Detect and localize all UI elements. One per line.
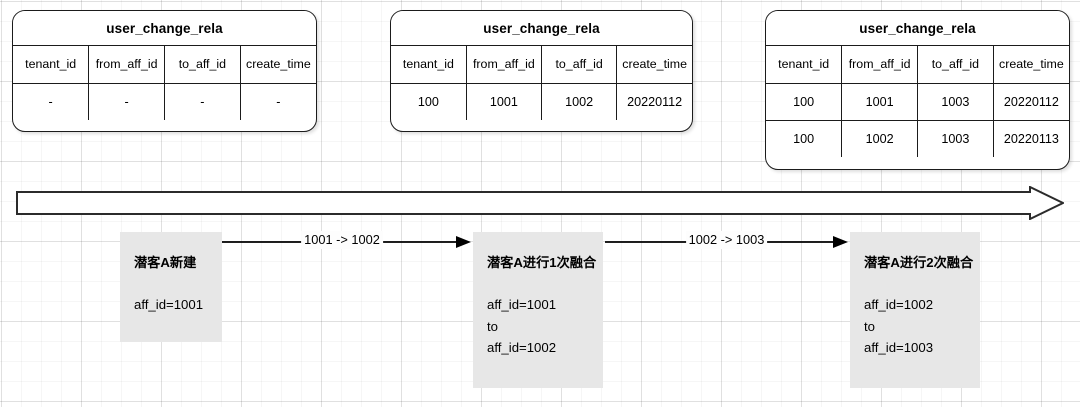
cell-to-aff-id: 1003: [917, 120, 994, 157]
stage-second-merge: 潜客A进行2次融合 aff_id=1002 to aff_id=1003: [850, 232, 980, 388]
cell-create-time: 20220113: [1003, 131, 1059, 146]
stage-line: aff_id=1001: [487, 297, 557, 312]
stage-line: aff_id=1002: [487, 340, 557, 355]
stage-detail: aff_id=1002 to aff_id=1003: [864, 294, 980, 359]
column-header-from-aff-id: from_aff_id: [466, 46, 543, 84]
column-header-tenant-id: tenant_id: [391, 46, 467, 84]
stage-first-merge: 潜客A进行1次融合 aff_id=1001 to aff_id=1002: [473, 232, 603, 388]
stage-title: 潜客A进行2次融合: [864, 255, 974, 270]
cell-create-time: 20220112: [993, 83, 1069, 121]
connector-1001-to-1002: 1001 -> 1002: [213, 231, 471, 253]
table-state-after-first-merge: user_change_rela tenant_id from_aff_id t…: [390, 10, 693, 132]
stage-detail: aff_id=1001: [134, 294, 222, 316]
column-header-from-aff-id: from_aff_id: [841, 46, 918, 84]
cell-tenant-id: 100: [766, 120, 843, 157]
table-header-row: tenant_id from_aff_id to_aff_id create_t…: [391, 46, 692, 84]
cell-to-aff-id: 1003: [917, 83, 994, 121]
table-state-after-second-merge: user_change_rela tenant_id from_aff_id t…: [765, 10, 1070, 170]
column-header-tenant-id: tenant_id: [766, 46, 843, 84]
cell-from-aff-id: 1001: [466, 83, 543, 120]
timeline-arrow: [16, 186, 1064, 220]
cell-from-aff-id: 1001: [841, 83, 918, 121]
table-grid: tenant_id from_aff_id to_aff_id create_t…: [391, 46, 692, 120]
table-header-row: tenant_id from_aff_id to_aff_id create_t…: [766, 46, 1069, 84]
cell-tenant-id: 100: [391, 83, 467, 120]
cell-to-aff-id: 1002: [541, 83, 618, 120]
stage-title: 潜客A进行1次融合: [487, 255, 597, 270]
table-title: user_change_rela: [13, 11, 316, 46]
stage-line: aff_id=1002: [864, 297, 934, 312]
column-header-create-time: create_time: [993, 46, 1069, 84]
stage-line: aff_id=1001: [134, 297, 204, 312]
table-header-row: tenant_id from_aff_id to_aff_id create_t…: [13, 46, 316, 84]
cell-tenant-id: -: [13, 83, 90, 120]
column-header-create-time: create_time: [240, 46, 316, 84]
column-header-from-aff-id: from_aff_id: [88, 46, 165, 84]
connector-label: 1002 -> 1003: [685, 231, 768, 249]
cell-tenant-id: 100: [766, 83, 843, 121]
cell-create-time: 20220112: [627, 94, 683, 109]
column-header-to-aff-id: to_aff_id: [164, 46, 241, 84]
cell-create-time: -: [276, 94, 281, 109]
column-header-to-aff-id: to_aff_id: [541, 46, 618, 84]
table-title: user_change_rela: [766, 11, 1069, 46]
column-header-tenant-id: tenant_id: [13, 46, 90, 84]
column-header-create-time: create_time: [616, 46, 692, 84]
table-title: user_change_rela: [391, 11, 692, 46]
stage-created: 潜客A新建 aff_id=1001: [120, 232, 222, 342]
table-grid: tenant_id from_aff_id to_aff_id create_t…: [766, 46, 1069, 157]
stage-line: to: [487, 318, 498, 334]
stage-title: 潜客A新建: [134, 255, 197, 270]
table-state-initial: user_change_rela tenant_id from_aff_id t…: [12, 10, 317, 132]
connector-1002-to-1003: 1002 -> 1003: [605, 231, 848, 253]
table-grid: tenant_id from_aff_id to_aff_id create_t…: [13, 46, 316, 120]
connector-label: 1001 -> 1002: [301, 231, 383, 249]
stage-line: aff_id=1003: [864, 340, 934, 355]
cell-from-aff-id: 1002: [841, 120, 918, 157]
table-row: - - - -: [13, 83, 316, 120]
table-row: 100 1002 1003 20220113: [766, 120, 1069, 157]
table-row: 100 1001 1002 20220112: [391, 83, 692, 120]
cell-from-aff-id: -: [88, 83, 165, 120]
stage-line: to: [864, 318, 875, 334]
cell-to-aff-id: -: [164, 83, 241, 120]
stage-detail: aff_id=1001 to aff_id=1002: [487, 294, 603, 359]
column-header-to-aff-id: to_aff_id: [917, 46, 994, 84]
table-row: 100 1001 1003 20220112: [766, 83, 1069, 121]
